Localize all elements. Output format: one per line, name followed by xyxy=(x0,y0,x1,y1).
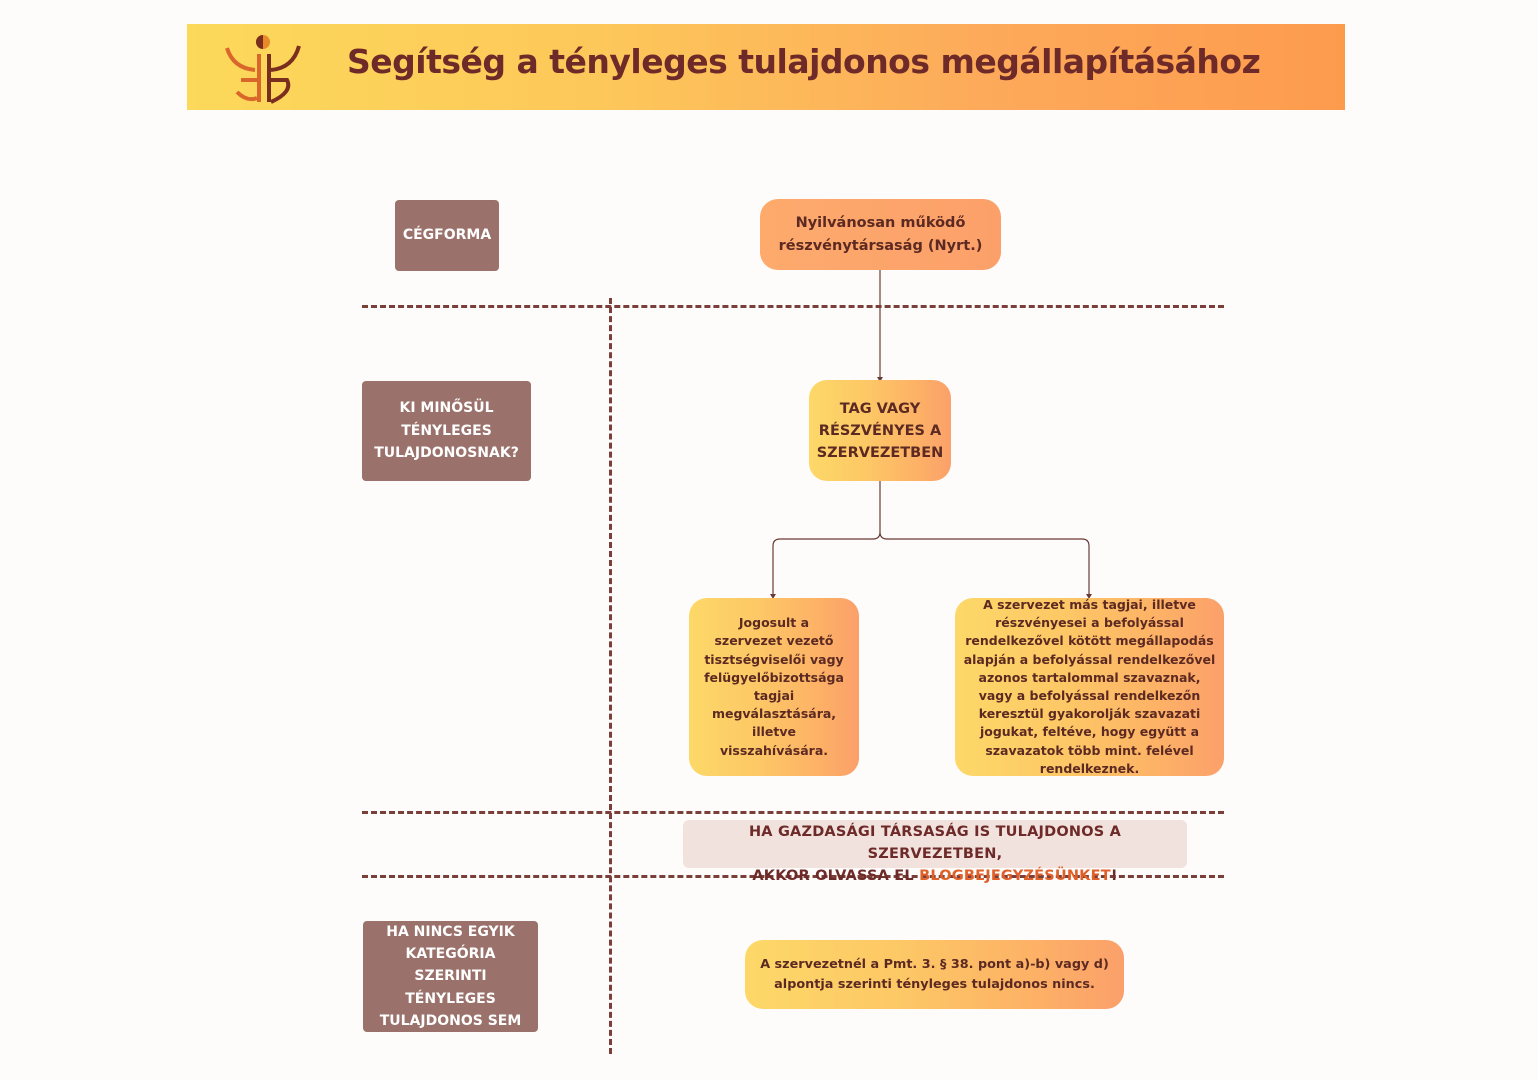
node-member-text: TAG VAGY RÉSZVÉNYES A SZERVEZETBEN xyxy=(816,400,944,461)
arrow-member xyxy=(877,377,883,382)
row-label-beneficial-owner-text: KI MINŐSÜL TÉNYLEGES TULAJDONOSNAK? xyxy=(374,400,519,462)
connector-member-to-branches xyxy=(772,481,1090,596)
header-banner: Segítség a tényleges tulajdonos megállap… xyxy=(187,24,1345,110)
figure-logo-icon xyxy=(225,35,301,104)
row-label-company-form: CÉGFORMA xyxy=(395,200,499,271)
row-divider-1 xyxy=(362,305,1224,308)
row-label-no-owner: HA NINCS EGYIK KATEGÓRIA SZERINTI TÉNYLE… xyxy=(363,921,538,1032)
company-owner-note: HA GAZDASÁGI TÁRSASÁG IS TULAJDONOS A SZ… xyxy=(683,820,1187,884)
arrow-left xyxy=(770,594,776,599)
node-left-criterion-text: Jogosult a szervezet vezető tisztségvise… xyxy=(704,615,844,758)
note-line-1: HA GAZDASÁGI TÁRSASÁG IS TULAJDONOS A SZ… xyxy=(748,824,1122,862)
note-line-2: AKKOR OLVASSA EL BLOGBEJEGYZÉSÜNKET! xyxy=(683,865,1187,887)
row-divider-3 xyxy=(362,875,1224,878)
node-company-form-text: Nyilvánosan működő részvénytársaság (Nyr… xyxy=(778,214,983,254)
node-no-owner-text: A szervezetnél a Pmt. 3. § 38. pont a)-b… xyxy=(760,956,1109,992)
row-label-company-form-text: CÉGFORMA xyxy=(402,227,492,244)
row-label-no-owner-text: HA NINCS EGYIK KATEGÓRIA SZERINTI TÉNYLE… xyxy=(379,923,522,1030)
note-line-2-suffix: ! xyxy=(1110,868,1118,884)
node-member: TAG VAGY RÉSZVÉNYES A SZERVEZETBEN xyxy=(809,380,951,481)
blog-post-link[interactable]: BLOGBEJEGYZÉSÜNKET xyxy=(919,868,1111,884)
row-label-beneficial-owner: KI MINŐSÜL TÉNYLEGES TULAJDONOSNAK? xyxy=(362,381,531,481)
note-line-2-prefix: AKKOR OLVASSA EL xyxy=(752,868,920,884)
row-divider-2 xyxy=(362,811,1224,814)
node-no-owner: A szervezetnél a Pmt. 3. § 38. pont a)-b… xyxy=(745,940,1124,1009)
column-divider xyxy=(609,298,612,1054)
node-right-criterion-text: A szervezet más tagjai, illetve részvény… xyxy=(963,596,1216,776)
arrow-right xyxy=(1086,594,1092,599)
node-left-criterion: Jogosult a szervezet vezető tisztségvise… xyxy=(689,598,859,776)
node-company-form: Nyilvánosan működő részvénytársaság (Nyr… xyxy=(760,199,1001,270)
node-right-criterion: A szervezet más tagjai, illetve részvény… xyxy=(955,596,1224,776)
page-title: Segítség a tényleges tulajdonos megállap… xyxy=(347,42,1261,81)
